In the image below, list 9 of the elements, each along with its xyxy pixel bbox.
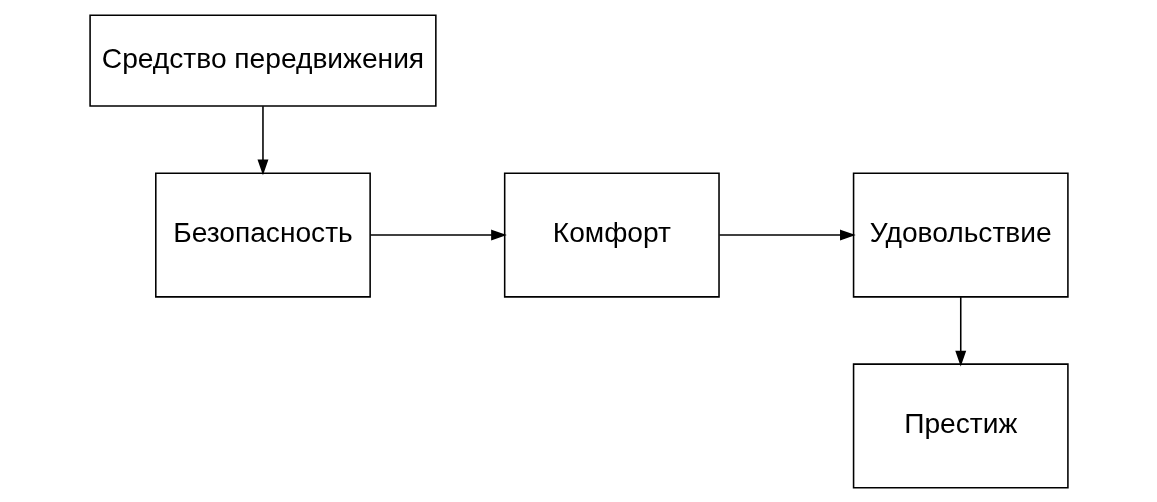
node-box: Средство передвижения xyxy=(88,14,437,107)
node-box: Удовольствие xyxy=(852,172,1069,298)
arrow xyxy=(257,105,268,175)
arrow xyxy=(954,295,966,366)
arrow xyxy=(369,229,507,241)
node-box: Безопасность xyxy=(154,172,371,298)
arrow xyxy=(718,229,856,241)
node-box: Комфорт xyxy=(503,172,720,298)
node-box: Престиж xyxy=(852,362,1069,488)
